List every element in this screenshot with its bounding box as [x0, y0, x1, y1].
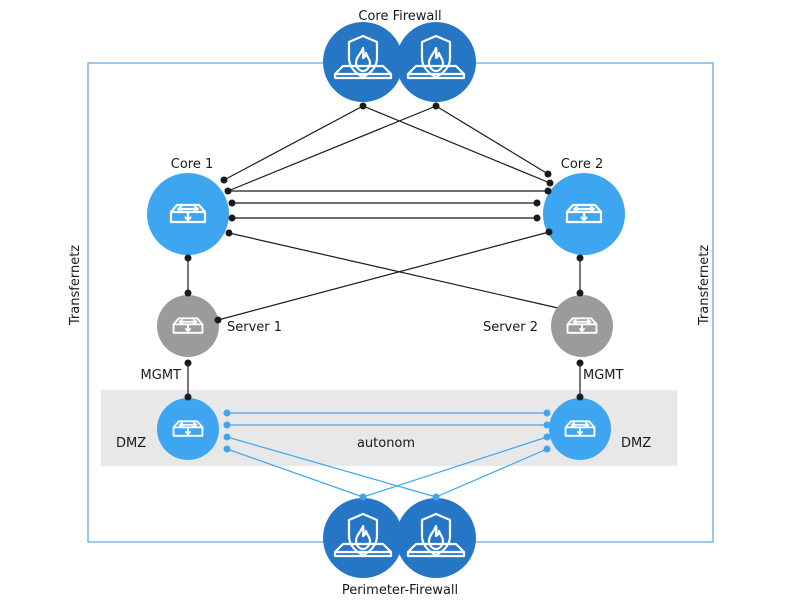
dmz-2-switch — [549, 398, 611, 460]
transfernetz-right-label: Transfernetz — [697, 245, 712, 326]
mgmt-right-label: MGMT — [583, 368, 624, 383]
core-firewall — [323, 22, 476, 102]
core-1-label: Core 1 — [171, 157, 214, 172]
perimeter-firewall-node-2 — [396, 498, 476, 578]
link-fw2-core2 — [435, 105, 549, 175]
perimeter-firewall — [323, 498, 476, 578]
core-1-switch — [147, 173, 229, 255]
link-dmz1-pfw2 — [226, 436, 437, 498]
link-fw2-core1 — [227, 105, 437, 192]
core-2-switch — [543, 173, 625, 255]
server-1-switch — [157, 295, 219, 357]
mgmt-left-label: MGMT — [141, 368, 182, 383]
core-firewall-node-2 — [396, 22, 476, 102]
link-core1-server2 — [228, 232, 581, 314]
core-firewall-label: Core Firewall — [358, 9, 441, 24]
perimeter-firewall-node-1 — [323, 498, 403, 578]
core-2-label: Core 2 — [561, 157, 604, 172]
link-fw1-core2 — [362, 105, 551, 184]
link-core2-server1 — [217, 231, 550, 321]
server-2-switch — [551, 295, 613, 357]
link-dmz1-pfw1 — [226, 448, 364, 498]
dmz-links — [226, 412, 548, 498]
dmz-1-switch — [157, 398, 219, 460]
server-1-label: Server 1 — [227, 320, 282, 335]
dmz-right-label: DMZ — [621, 436, 651, 451]
link-dmz2-pfw1 — [362, 436, 548, 498]
perimeter-firewall-label: Perimeter-Firewall — [342, 583, 458, 598]
transfernetz-left-label: Transfernetz — [68, 245, 83, 326]
core-links — [187, 105, 581, 397]
core-firewall-node-1 — [323, 22, 403, 102]
autonom-label: autonom — [357, 436, 415, 451]
link-endpoints-dark — [184, 102, 584, 401]
server-2-label: Server 2 — [483, 320, 538, 335]
dmz-left-label: DMZ — [116, 436, 146, 451]
link-endpoints-blue — [223, 409, 551, 501]
link-dmz2-pfw2 — [435, 448, 548, 498]
link-fw1-core1 — [223, 105, 364, 181]
